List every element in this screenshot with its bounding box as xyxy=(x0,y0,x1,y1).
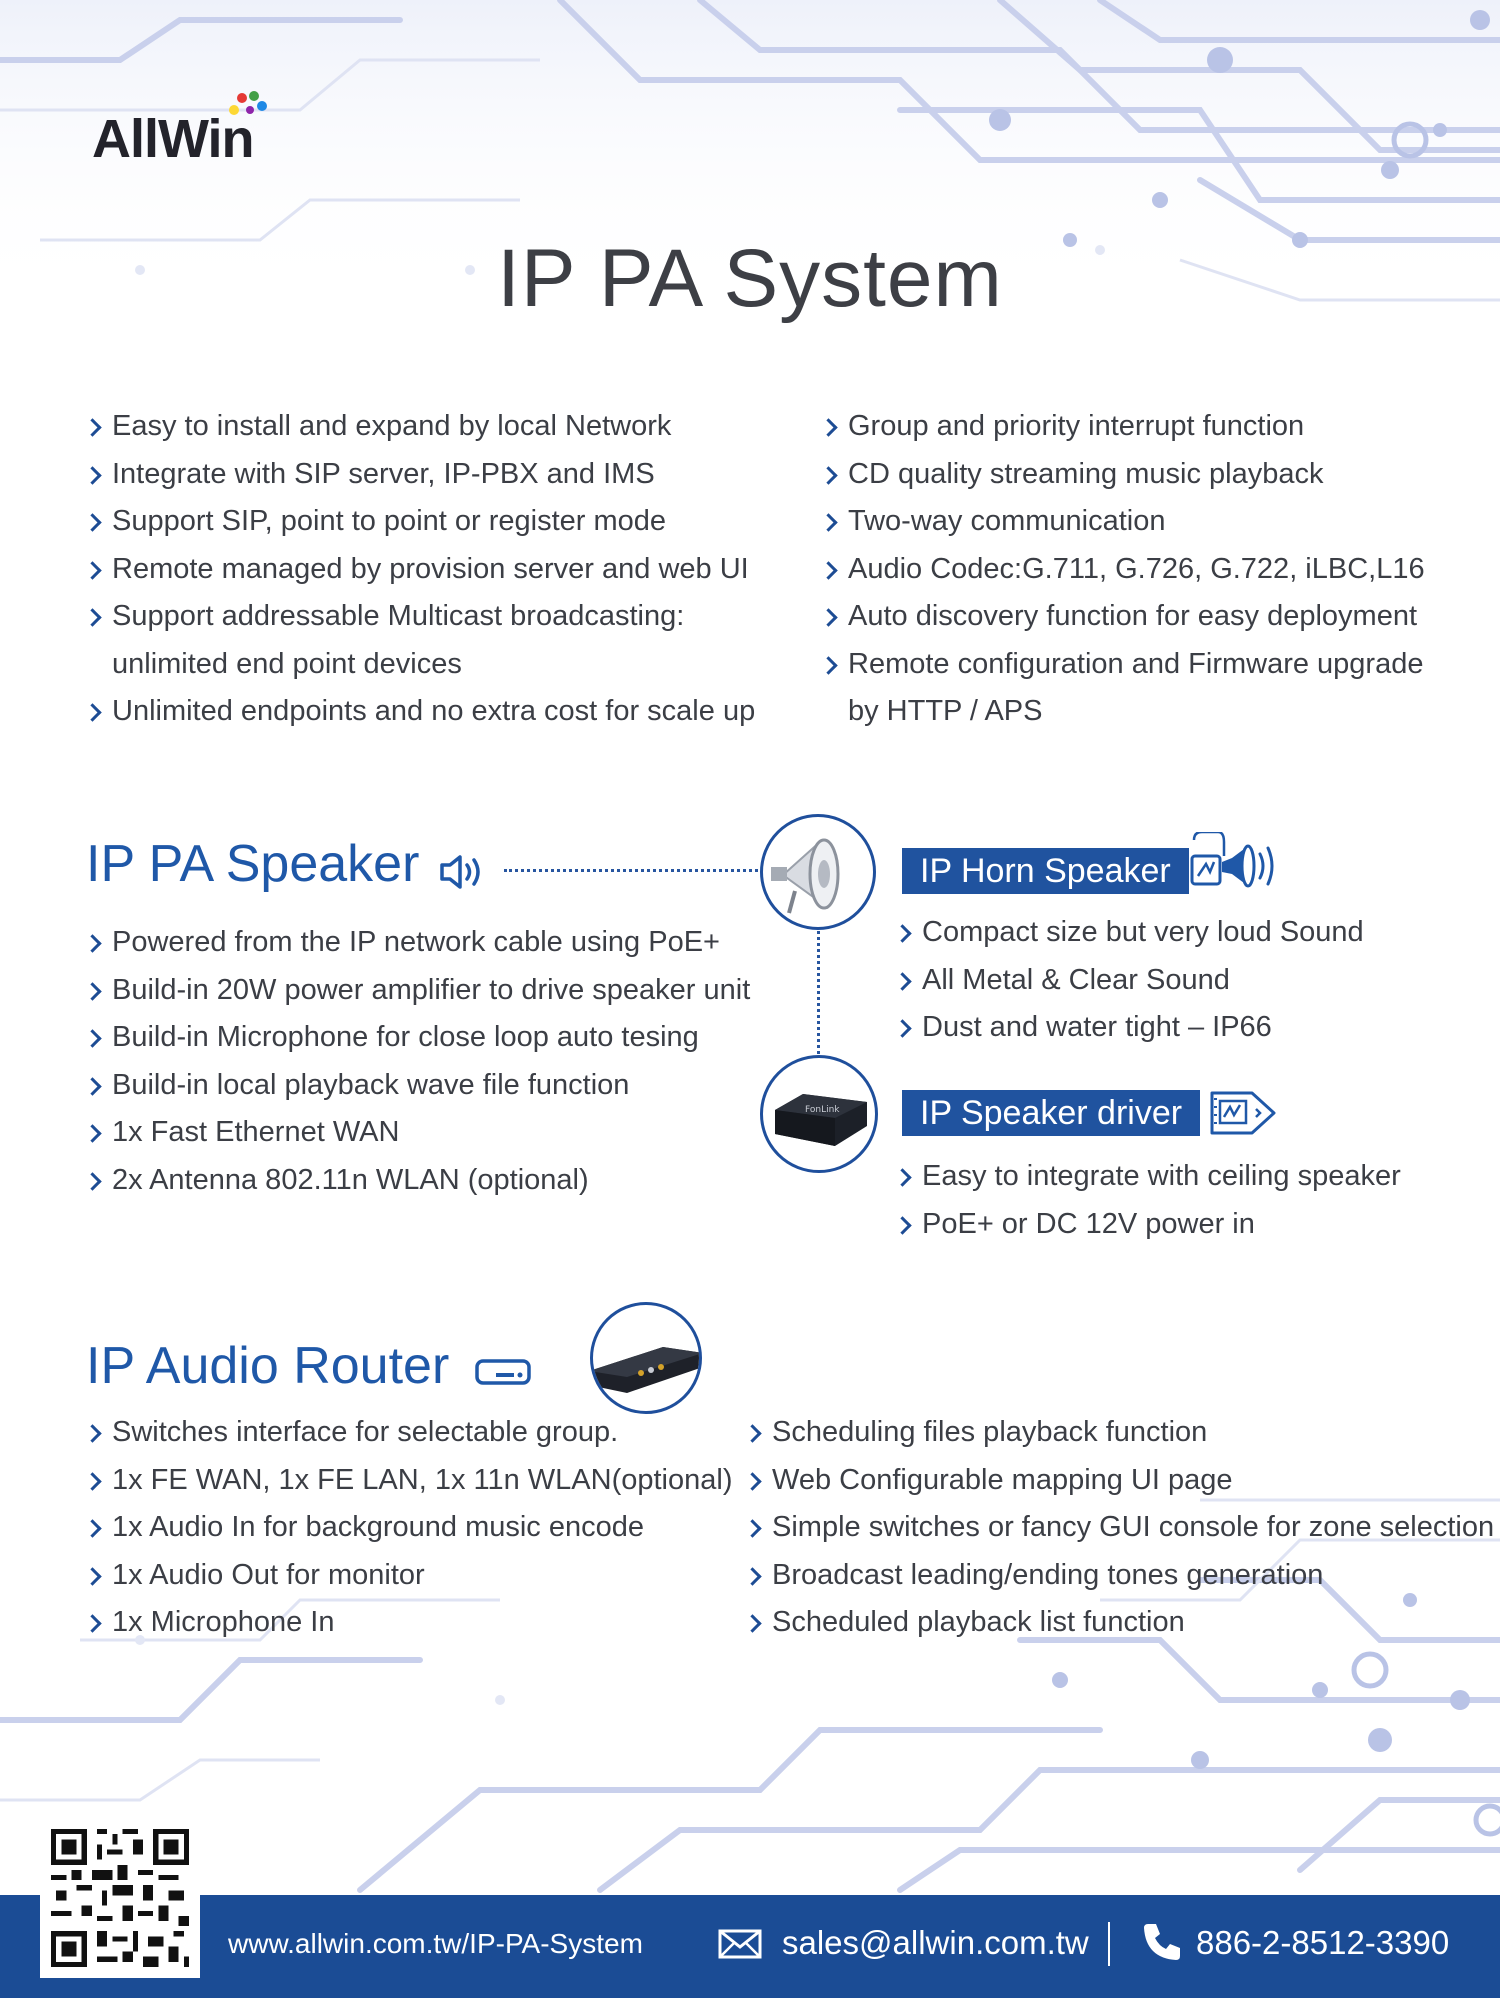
list-item: CD quality streaming music playback xyxy=(820,451,1425,499)
list-item: 1x Fast Ethernet WAN xyxy=(84,1109,750,1157)
audio-router-image xyxy=(590,1302,702,1414)
list-item: Support SIP, point to point or register … xyxy=(84,498,755,546)
connector-line xyxy=(504,869,758,872)
logo-text: AllWin xyxy=(92,109,254,169)
router-section-title: IP Audio Router xyxy=(86,1337,450,1395)
footer-email[interactable]: sales@allwin.com.tw xyxy=(782,1924,1089,1961)
speaker-section-title: IP PA Speaker xyxy=(86,835,420,893)
horn-speaker-icon xyxy=(1190,832,1274,888)
horn-speaker-features: Compact size but very loud Sound All Met… xyxy=(894,909,1364,1052)
router-features-left: Switches interface for selectable group.… xyxy=(84,1409,732,1647)
list-item: Build-in 20W power amplifier to drive sp… xyxy=(84,967,750,1015)
list-item: Build-in Microphone for close loop auto … xyxy=(84,1014,750,1062)
speaker-driver-tag: IP Speaker driver xyxy=(902,1090,1201,1136)
speaker-driver-image: FonLink xyxy=(760,1055,878,1173)
allwin-logo: AllWin xyxy=(92,90,292,170)
list-item: Compact size but very loud Sound xyxy=(894,909,1364,957)
logo-dots-icon xyxy=(229,91,267,115)
list-item: Scheduled playback list function xyxy=(744,1599,1494,1647)
horn-speaker-image xyxy=(760,814,876,930)
footer-phone[interactable]: 886-2-8512-3390 xyxy=(1196,1924,1450,1961)
list-item: Audio Codec:G.711, G.726, G.722, iLBC,L1… xyxy=(820,546,1425,594)
list-item: All Metal & Clear Sound xyxy=(894,957,1364,1005)
list-item: Two-way communication xyxy=(820,498,1425,546)
list-item: 1x Microphone In xyxy=(84,1599,732,1647)
speaker-icon xyxy=(440,855,480,889)
list-item: Auto discovery function for easy deploym… xyxy=(820,593,1425,641)
router-icon xyxy=(475,1359,531,1385)
list-item: Switches interface for selectable group. xyxy=(84,1409,732,1457)
list-item: Integrate with SIP server, IP-PBX and IM… xyxy=(84,451,755,499)
device-label: FonLink xyxy=(805,1105,840,1115)
footer-url[interactable]: www.allwin.com.tw/IP-PA-System xyxy=(228,1928,643,1959)
list-item: 1x Audio Out for monitor xyxy=(84,1552,732,1600)
footer-separator xyxy=(1108,1922,1110,1966)
system-features-right: Group and priority interrupt function CD… xyxy=(820,403,1425,736)
system-features-left: Easy to install and expand by local Netw… xyxy=(84,403,755,736)
page-title: IP PA System xyxy=(497,233,1003,324)
list-item: Simple switches or fancy GUI console for… xyxy=(744,1504,1494,1552)
speaker-driver-features: Easy to integrate with ceiling speaker P… xyxy=(894,1153,1401,1248)
list-item: Dust and water tight – IP66 xyxy=(894,1004,1364,1052)
connector-line xyxy=(817,924,820,1054)
list-item: 1x FE WAN, 1x FE LAN, 1x 11n WLAN(option… xyxy=(84,1457,732,1505)
list-item-continuation: by HTTP / APS xyxy=(848,695,1043,727)
list-item: Scheduling files playback function xyxy=(744,1409,1494,1457)
list-item: Build-in local playback wave file functi… xyxy=(84,1062,750,1110)
speaker-driver-icon xyxy=(1210,1091,1276,1135)
phone-icon xyxy=(1144,1924,1180,1960)
list-item: Broadcast leading/ending tones generatio… xyxy=(744,1552,1494,1600)
list-item: PoE+ or DC 12V power in xyxy=(894,1201,1401,1249)
list-item: Remote managed by provision server and w… xyxy=(84,546,755,594)
list-item-continuation: unlimited end point devices xyxy=(112,647,462,680)
horn-speaker-tag: IP Horn Speaker xyxy=(902,848,1189,894)
list-item: Easy to integrate with ceiling speaker xyxy=(894,1153,1401,1201)
list-item: Support addressable Multicast broadcasti… xyxy=(84,593,755,641)
list-item: 2x Antenna 802.11n WLAN (optional) xyxy=(84,1157,750,1205)
qr-code[interactable] xyxy=(40,1818,200,1978)
list-item: Remote configuration and Firmware upgrad… xyxy=(820,641,1425,689)
mail-icon xyxy=(718,1929,762,1959)
list-item: Web Configurable mapping UI page xyxy=(744,1457,1494,1505)
list-item: Group and priority interrupt function xyxy=(820,403,1425,451)
speaker-features: Powered from the IP network cable using … xyxy=(84,919,750,1204)
router-features-right: Scheduling files playback function Web C… xyxy=(744,1409,1494,1647)
list-item: Powered from the IP network cable using … xyxy=(84,919,750,967)
list-item: Easy to install and expand by local Netw… xyxy=(84,403,755,451)
list-item: 1x Audio In for background music encode xyxy=(84,1504,732,1552)
list-item: Unlimited endpoints and no extra cost fo… xyxy=(84,688,755,736)
